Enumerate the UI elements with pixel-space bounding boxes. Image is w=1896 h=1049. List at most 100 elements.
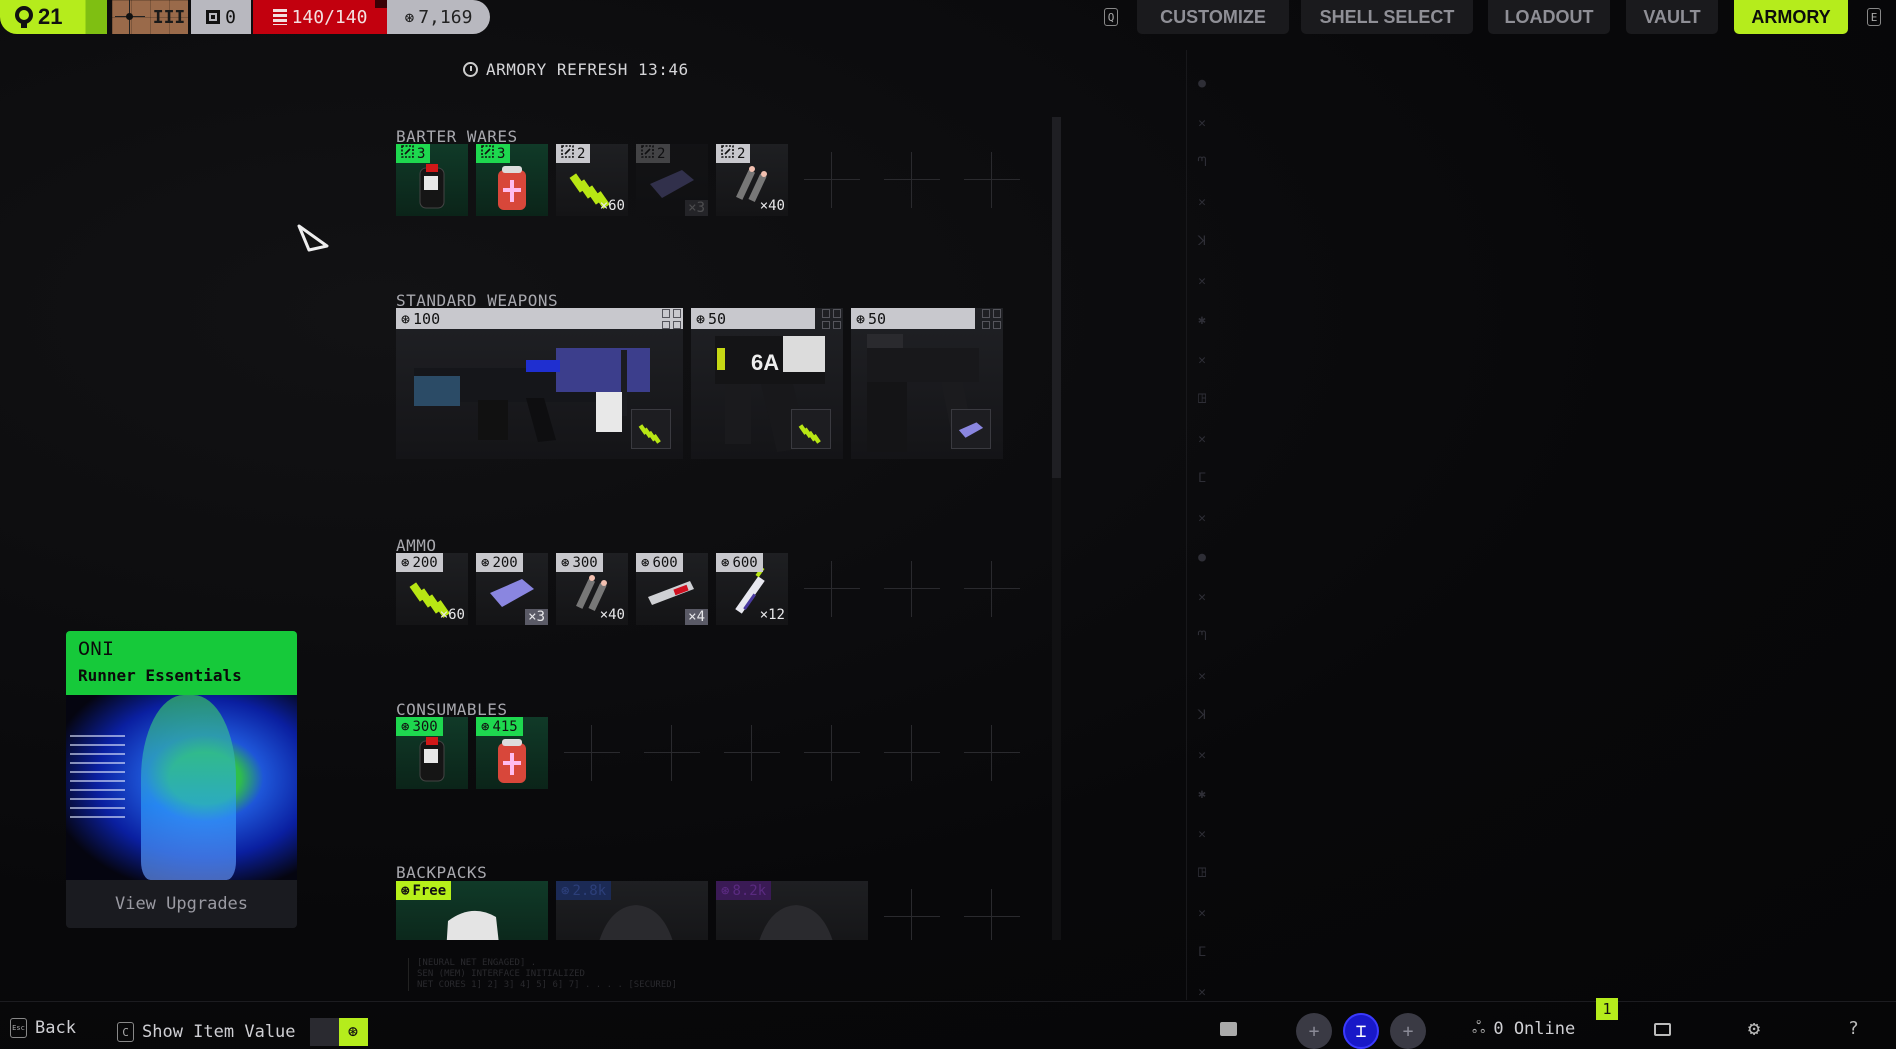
- tab-armory[interactable]: ARMORY: [1734, 0, 1848, 34]
- party-slot-add-left[interactable]: +: [1296, 1013, 1332, 1049]
- item-count: ×12: [759, 607, 785, 623]
- shop-item-tile[interactable]: ⊛2.8k: [556, 881, 708, 940]
- section-title: BARTER WARES: [396, 127, 518, 146]
- show-item-value-label: Show Item Value: [142, 1022, 296, 1042]
- item-price: 600: [732, 554, 758, 571]
- rank-crosshair-icon: [114, 0, 145, 34]
- empty-slot: [876, 144, 948, 216]
- help-button[interactable]: ?: [1848, 1018, 1859, 1039]
- shop-item-tile[interactable]: ⊛300×40: [556, 553, 628, 625]
- rail-glyph-icon: ✕: [1198, 431, 1206, 447]
- tab-loadout[interactable]: LOADOUT: [1488, 0, 1610, 34]
- friends-icon: ஃ: [1472, 1018, 1486, 1038]
- price-badge: ⊛2.8k: [556, 881, 612, 900]
- shop-item-tile[interactable]: 6A⊛50: [691, 308, 843, 459]
- empty-slot: [796, 144, 868, 216]
- empty-slot: [636, 717, 708, 789]
- inspect-grid-icon[interactable]: [662, 309, 682, 329]
- view-upgrades-button[interactable]: View Upgrades: [66, 880, 297, 928]
- credit-icon: ⊛: [401, 554, 410, 571]
- section-row: ⊛Free ⊛2.8k ⊛8.2k: [396, 881, 1028, 940]
- item-count: ×60: [439, 607, 465, 623]
- rail-glyph-icon: ᘉ: [1197, 629, 1207, 644]
- chat-icon[interactable]: [1220, 1022, 1237, 1036]
- promo-card[interactable]: ONI Runner Essentials View Upgrades: [66, 631, 297, 928]
- credit-icon: ⊛: [721, 882, 730, 899]
- keys-counter: 0: [191, 0, 251, 34]
- shop-item-tile[interactable]: ⊛100: [396, 308, 683, 459]
- capacity-icon: [272, 9, 287, 25]
- player-avatar[interactable]: ⌶: [1343, 1013, 1379, 1049]
- barter-icon: [721, 145, 734, 162]
- credit-icon: ⊛: [481, 554, 490, 571]
- shop-item-tile[interactable]: 2×40: [716, 144, 788, 216]
- rail-glyph-icon: ꓘ: [1197, 708, 1207, 723]
- level-value: 21: [38, 4, 63, 29]
- friends-online[interactable]: ஃ 0 Online: [1472, 1018, 1575, 1040]
- item-image: [476, 553, 548, 625]
- item-image: [636, 553, 708, 625]
- tab-vault[interactable]: VAULT: [1626, 0, 1718, 34]
- price-badge: ⊛415: [476, 717, 523, 736]
- scrollbar-track[interactable]: [1052, 117, 1061, 940]
- price-badge: ⊛Free: [396, 881, 452, 900]
- shop-item-tile[interactable]: ⊛600×4: [636, 553, 708, 625]
- party-slot-add-right[interactable]: +: [1390, 1013, 1426, 1049]
- rail-glyph-icon: ᘉ: [1197, 155, 1207, 170]
- shop-item-tile[interactable]: 2×3: [636, 144, 708, 216]
- empty-slot: [716, 717, 788, 789]
- nav-next-key[interactable]: E: [1867, 8, 1881, 26]
- credit-icon: ⊛: [561, 882, 570, 899]
- toggle-switch[interactable]: ⊛: [309, 1018, 368, 1046]
- section-title: BACKPACKS: [396, 863, 488, 882]
- price-badge: ⊛300: [556, 553, 603, 572]
- price-badge: 3: [396, 144, 431, 163]
- item-image: [556, 881, 708, 940]
- price-badge: ⊛600: [636, 553, 683, 572]
- show-item-value-toggle[interactable]: C Show Item Value ⊛: [117, 1018, 368, 1046]
- price-badge: 2: [636, 144, 671, 163]
- shop-item-tile[interactable]: ⊛8.2k: [716, 881, 868, 940]
- inspect-grid-icon[interactable]: [982, 309, 1002, 329]
- shop-item-tile[interactable]: ⊛200×3: [476, 553, 548, 625]
- rail-glyph-icon: ●: [1198, 550, 1206, 565]
- empty-slot: [876, 717, 948, 789]
- shop-item-tile[interactable]: ⊛Free: [396, 881, 548, 940]
- rail-glyph-icon: ✕: [1198, 826, 1206, 842]
- mail-icon[interactable]: [1654, 1023, 1671, 1036]
- shop-item-tile[interactable]: ⊛415: [476, 717, 548, 789]
- shop-item-tile[interactable]: ⊛600×12: [716, 553, 788, 625]
- price-badge: ⊛8.2k: [716, 881, 772, 900]
- item-image: [556, 553, 628, 625]
- empty-slot: [876, 881, 948, 940]
- settings-gear-icon[interactable]: ⚙: [1748, 1016, 1761, 1040]
- promo-title: ONI: [78, 639, 115, 662]
- promo-image: [66, 695, 297, 880]
- shop-item-tile[interactable]: 2×60: [556, 144, 628, 216]
- section-row: ⊛300 ⊛415: [396, 717, 1028, 789]
- shop-item-tile[interactable]: ⊛50: [851, 308, 1003, 459]
- section-title: AMMO: [396, 536, 437, 555]
- shop-item-tile[interactable]: ⊛300: [396, 717, 468, 789]
- back-button[interactable]: Esc Back: [10, 1018, 76, 1038]
- shop-item-tile[interactable]: 3: [396, 144, 468, 216]
- price-badge: ⊛200: [476, 553, 523, 572]
- promo-subtitle: Runner Essentials: [78, 666, 242, 685]
- keys-value: 0: [225, 6, 236, 28]
- item-price: 200: [492, 554, 518, 571]
- nav-prev-key[interactable]: Q: [1104, 8, 1118, 26]
- shop-item-tile[interactable]: ⊛200×60: [396, 553, 468, 625]
- rail-glyph-icon: ✕: [1198, 905, 1206, 921]
- rail-glyph-icon: ꓘ: [1197, 234, 1207, 249]
- item-price: 2: [657, 145, 666, 162]
- inspect-grid-icon[interactable]: [822, 309, 842, 329]
- credit-icon: ⊛: [338, 1018, 368, 1046]
- section-title: CONSUMABLES: [396, 700, 508, 719]
- tab-shell-select[interactable]: SHELL SELECT: [1301, 0, 1473, 34]
- scrollbar-thumb[interactable]: [1052, 117, 1061, 478]
- ammo-type-icon: [951, 409, 991, 449]
- shop-item-tile[interactable]: 3: [476, 144, 548, 216]
- promo-header: ONI Runner Essentials: [66, 631, 297, 695]
- tab-customize[interactable]: CUSTOMIZE: [1137, 0, 1289, 34]
- item-price: 3: [417, 145, 426, 162]
